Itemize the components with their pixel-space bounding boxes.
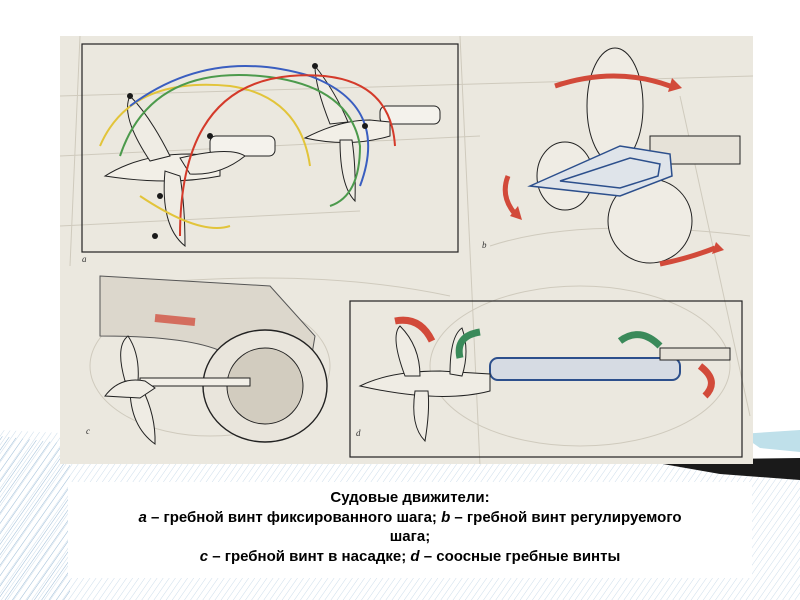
- caption-key-c: c: [200, 548, 208, 565]
- caption-title: Судовые движители:: [68, 488, 752, 508]
- panel-b-blade-top: [587, 48, 643, 164]
- caption-text-b: – гребной винт регулируемого: [450, 509, 681, 526]
- panel-a-letter: a: [82, 254, 87, 264]
- panel-a-shaft-right: [380, 106, 440, 124]
- panel-b-letter: b: [482, 240, 487, 250]
- caption-key-d: d: [410, 548, 419, 565]
- caption-key-b: b: [441, 509, 450, 526]
- caption-text-a: – гребной винт фиксированного шага;: [147, 509, 441, 526]
- caption-line-c-d: c – гребной винт в насадке; d – соосные …: [68, 547, 752, 567]
- caption-key-a: a: [138, 509, 146, 526]
- panel-c-flow-arrow: [155, 318, 195, 322]
- panel-c-letter: c: [86, 426, 90, 436]
- caption-line-b-cont: шага;: [68, 527, 752, 547]
- panel-d-inner-shaft: [660, 348, 730, 360]
- propulsor-illustration: a b c: [60, 36, 753, 464]
- caption-text-d: – соосные гребные винты: [420, 548, 621, 565]
- panel-d-outer-shaft: [490, 358, 680, 380]
- caption-line-a-b: a – гребной винт фиксированного шага; b …: [68, 508, 752, 528]
- caption-text-c: – гребной винт в насадке;: [208, 548, 410, 565]
- panel-c-shaft: [140, 378, 250, 386]
- panel-d-letter: d: [356, 428, 361, 438]
- figure-caption: Судовые движители: a – гребной винт фикс…: [68, 482, 752, 578]
